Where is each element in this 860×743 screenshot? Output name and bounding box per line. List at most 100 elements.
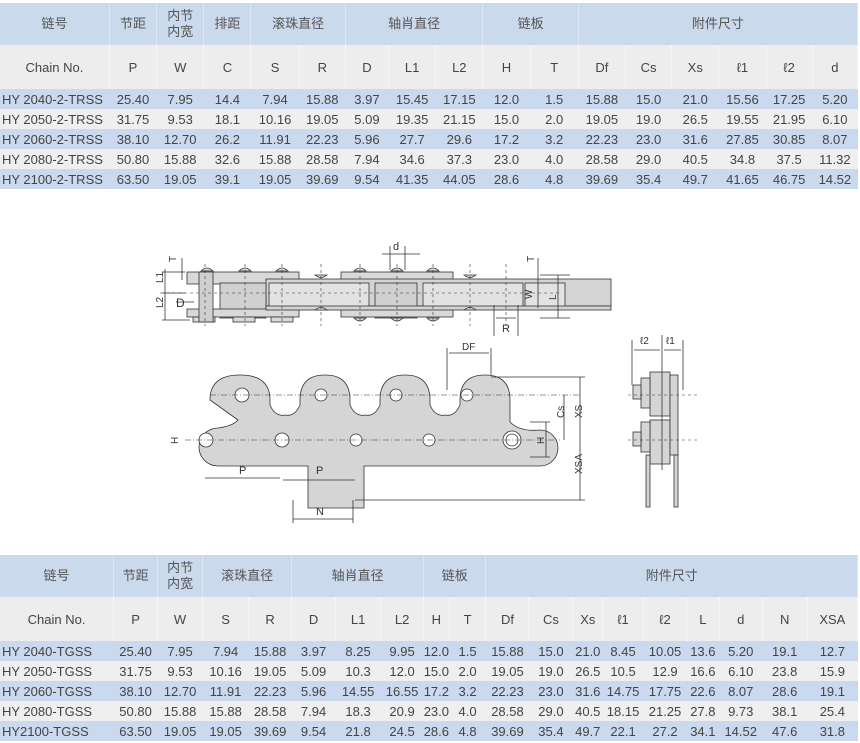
column-header: W	[157, 597, 204, 641]
value-cell: 15.88	[250, 149, 300, 169]
value-cell: 31.75	[113, 661, 158, 681]
value-cell: 41.35	[388, 169, 436, 189]
value-cell: 12.0	[380, 661, 424, 681]
value-cell: 6.10	[812, 109, 858, 129]
group-header-label: 滚珠直径	[221, 568, 274, 583]
column-header: T	[449, 597, 487, 641]
column-header: ℓ2	[766, 45, 813, 89]
value-cell: 22.23	[248, 681, 292, 701]
value-cell: 4.8	[449, 721, 486, 741]
value-cell: 17.2	[482, 129, 531, 149]
value-cell: 39.1	[203, 169, 251, 189]
value-cell: 7.94	[345, 149, 389, 169]
svg-text:d: d	[393, 241, 399, 253]
value-cell: 16.55	[380, 681, 424, 701]
value-cell: 4.0	[530, 149, 579, 169]
value-cell: 5.20	[812, 89, 858, 109]
value-cell: 32.6	[203, 149, 251, 169]
svg-text:L: L	[548, 294, 559, 300]
group-header-cell: 排距	[203, 3, 252, 45]
value-cell: 12.9	[643, 661, 687, 681]
chain-no-cell: HY 2080-2-TRSS	[0, 149, 110, 169]
value-cell: 9.53	[156, 109, 204, 129]
svg-text:P: P	[239, 465, 246, 477]
column-header: P	[109, 45, 158, 89]
group-header-cell: 链板	[423, 555, 487, 597]
value-cell: 31.6	[671, 129, 719, 149]
value-cell: 21.8	[335, 721, 381, 741]
value-cell: 18.3	[335, 701, 381, 721]
group-header-cell: 节距	[109, 3, 158, 45]
value-cell: 28.58	[485, 701, 529, 721]
value-cell: 39.69	[578, 169, 626, 189]
value-cell: 5.96	[345, 129, 389, 149]
value-cell: 21.15	[435, 109, 483, 129]
value-cell: 27.8	[686, 701, 720, 721]
column-header: Cs	[625, 45, 673, 89]
group-header-cell: 节距	[113, 555, 159, 597]
svg-text:W: W	[524, 289, 535, 299]
value-cell: 29.0	[528, 701, 573, 721]
value-cell: 26.5	[671, 109, 719, 129]
group-header-cell: 附件尺寸	[485, 555, 858, 597]
value-cell: 18.1	[203, 109, 251, 129]
value-cell: 14.55	[335, 681, 381, 701]
value-cell: 25.40	[109, 89, 157, 109]
value-cell: 6.10	[719, 661, 763, 681]
value-cell: 25.4	[807, 701, 858, 721]
column-header: L	[686, 597, 720, 641]
group-header-label: 滚珠直径	[272, 16, 325, 31]
column-header: H	[423, 597, 450, 641]
group-header-cell: 链号	[0, 3, 110, 45]
value-cell: 21.0	[671, 89, 719, 109]
value-cell: 29.0	[625, 149, 672, 169]
value-cell: 37.3	[435, 149, 483, 169]
value-cell: 28.6	[482, 169, 531, 189]
value-cell: 10.3	[335, 661, 381, 681]
chain-side-view: DF H H Cs XS XSA P P N	[170, 342, 585, 523]
column-header: ℓ1	[718, 45, 767, 89]
chain-no-cell: HY2100-TGSS	[0, 721, 114, 741]
column-header: R	[248, 597, 293, 641]
value-cell: 5.20	[719, 641, 763, 661]
value-cell: 11.91	[202, 681, 249, 701]
value-cell: 5.09	[345, 109, 389, 129]
value-cell: 15.88	[202, 701, 249, 721]
value-cell: 27.85	[718, 129, 767, 149]
value-cell: 15.9	[807, 661, 858, 681]
value-cell: 23.8	[762, 661, 808, 681]
value-cell: 17.25	[766, 89, 813, 109]
value-cell: 7.94	[250, 89, 300, 109]
value-cell: 14.52	[719, 721, 763, 741]
group-header-label: 内宽	[167, 24, 194, 39]
value-cell: 19.05	[485, 661, 529, 681]
svg-text:R: R	[502, 323, 510, 335]
value-cell: 7.95	[157, 641, 203, 661]
value-cell: 15.56	[718, 89, 767, 109]
svg-text:T: T	[168, 256, 179, 262]
svg-text:P: P	[316, 465, 323, 477]
value-cell: 17.75	[643, 681, 687, 701]
value-cell: 15.0	[625, 89, 672, 109]
group-header-label: 附件尺寸	[645, 568, 698, 583]
value-cell: 19.05	[248, 661, 292, 681]
value-cell: 12.0	[482, 89, 531, 109]
value-cell: 8.07	[719, 681, 763, 701]
group-header-label: 轴肖直径	[388, 16, 441, 31]
chain-top-view: T L1 L2 D d T W L R	[155, 241, 612, 336]
value-cell: 19.0	[625, 109, 672, 129]
value-cell: 19.1	[762, 641, 808, 661]
group-header-label: 链板	[441, 568, 468, 583]
column-header: N	[762, 597, 808, 641]
svg-text:XS: XS	[574, 404, 585, 418]
column-header: d	[719, 597, 763, 641]
value-cell: 50.80	[113, 701, 158, 721]
value-cell: 15.88	[485, 641, 529, 661]
value-cell: 26.5	[572, 661, 603, 681]
